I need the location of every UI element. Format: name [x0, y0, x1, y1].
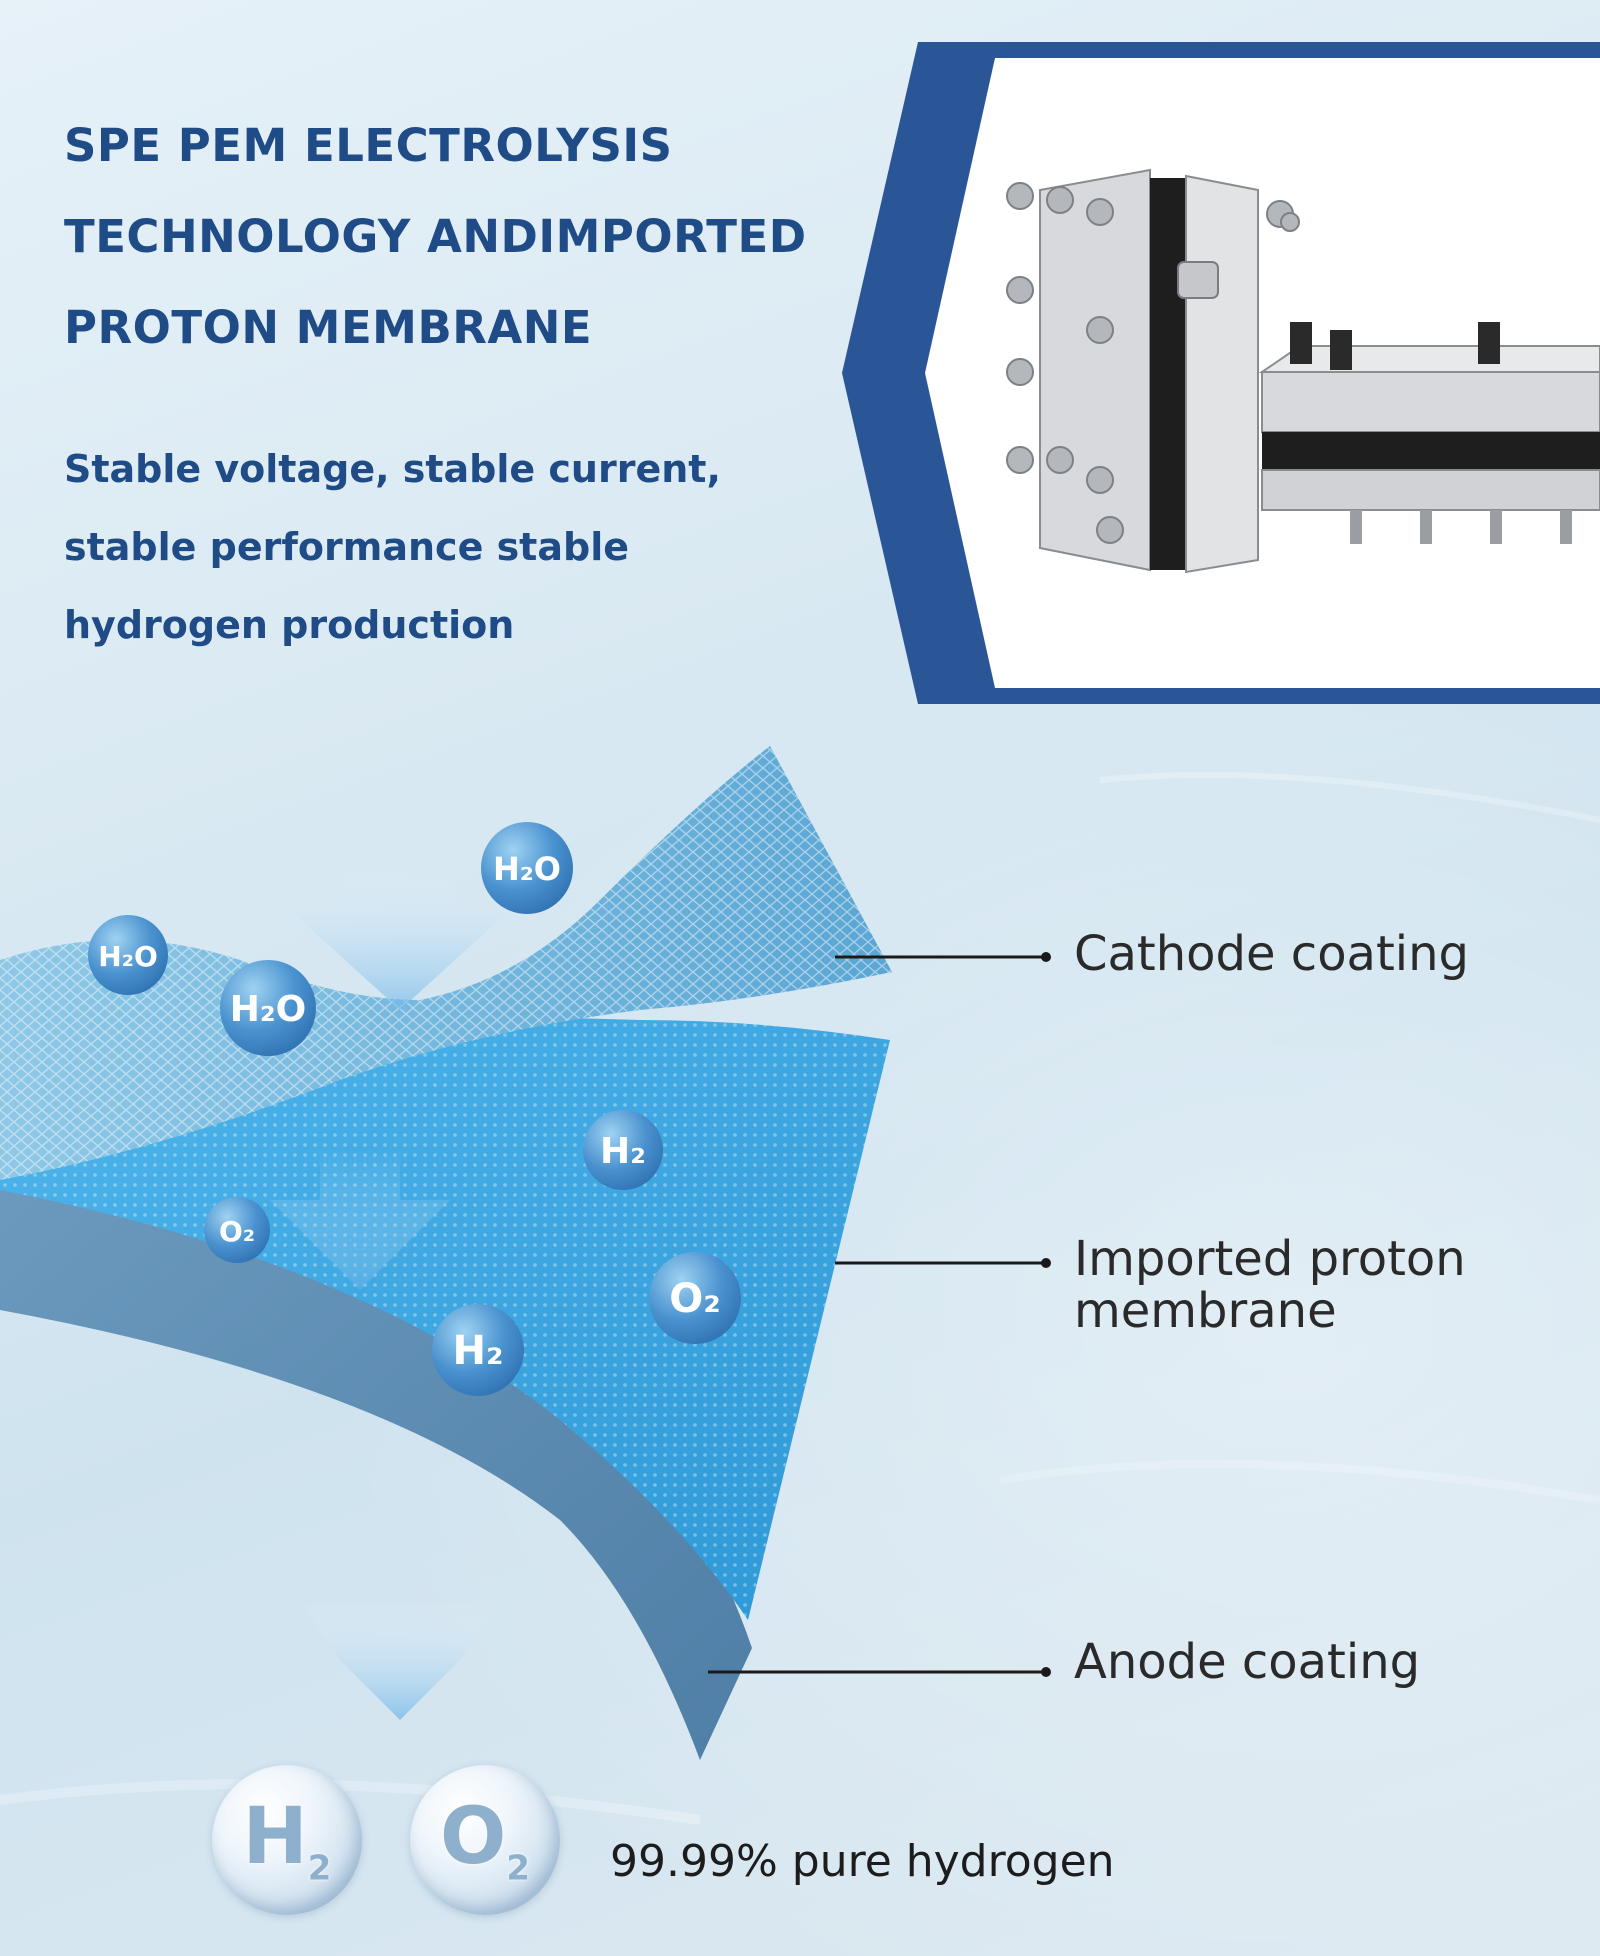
h2-subscript: 2	[307, 1848, 332, 1889]
leader-line-anode	[708, 1667, 1051, 1677]
membrane-label-line: membrane	[1074, 1283, 1337, 1339]
h2-symbol: H2	[243, 1792, 332, 1889]
molecule-label: H₂O	[98, 940, 158, 973]
molecule-label: H₂	[600, 1131, 646, 1172]
title-line: PROTON MEMBRANE	[64, 301, 593, 354]
water-molecule: H₂O	[88, 915, 168, 995]
water-molecule: H₂O	[220, 960, 316, 1056]
down-arrow-icon	[270, 1150, 450, 1290]
molecule-label: H₂O	[230, 989, 307, 1030]
title-line: TECHNOLOGY ANDIMPORTED	[64, 210, 807, 263]
molecule-label: H₂O	[493, 850, 561, 888]
down-arrow-icon	[290, 860, 510, 1010]
subtitle-line: stable performance stable	[64, 525, 629, 569]
leader-line-membrane	[835, 1258, 1051, 1268]
title-line: SPE PEM ELECTROLYSIS	[64, 119, 673, 172]
subtitle: Stable voltage, stable current, stable p…	[64, 430, 784, 664]
o2-subscript: 2	[506, 1848, 530, 1889]
molecule-label: O₂	[669, 1276, 721, 1322]
cathode-label: Cathode coating	[1074, 926, 1470, 982]
oxygen-bubble-icon: O2	[410, 1765, 560, 1915]
o2-symbol-letter: O	[440, 1791, 507, 1882]
hydrogen-bubble-icon: H2	[212, 1765, 362, 1915]
molecule-label: H₂	[453, 1328, 504, 1374]
leader-line-cathode	[835, 952, 1051, 962]
oxygen-molecule: O₂	[649, 1252, 741, 1344]
hydrogen-molecule: H₂	[583, 1110, 663, 1190]
water-molecule: H₂O	[481, 822, 573, 914]
purity-text: 99.99% pure hydrogen	[610, 1836, 1115, 1887]
subtitle-line: Stable voltage, stable current,	[64, 447, 721, 491]
anode-label: Anode coating	[1074, 1634, 1421, 1690]
down-arrow-icon	[300, 1600, 500, 1720]
hydrogen-molecule: H₂	[432, 1304, 524, 1396]
subtitle-line: hydrogen production	[64, 603, 515, 647]
molecule-label: O₂	[219, 1215, 255, 1248]
h2-symbol-letter: H	[242, 1791, 308, 1882]
anode-layer	[0, 1130, 752, 1760]
page-title: SPE PEM ELECTROLYSIS TECHNOLOGY ANDIMPOR…	[64, 100, 864, 373]
product-image	[842, 42, 1600, 704]
membrane-label: Imported proton membrane	[1074, 1233, 1574, 1337]
membrane-label-line: Imported proton	[1074, 1231, 1466, 1287]
electrolyzer-stack-icon	[1006, 168, 1600, 574]
o2-symbol: O2	[440, 1792, 530, 1889]
oxygen-molecule: O₂	[204, 1197, 270, 1263]
